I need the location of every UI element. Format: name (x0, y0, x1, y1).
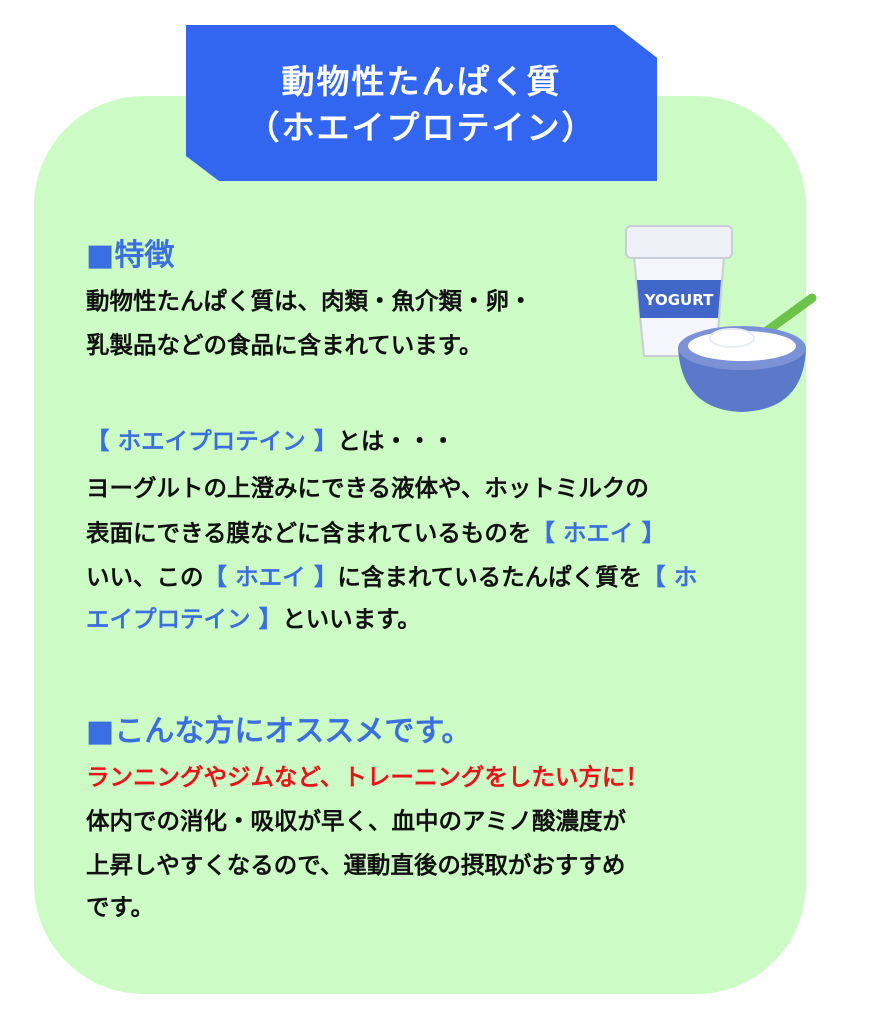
whey-text-line5: エイプロテイン 】といいます。 (86, 598, 421, 640)
recommend-heading: ■こんな方にオススメです。 (86, 714, 472, 749)
whey-line3-text: 表面にできる膜などに含まれているものを (86, 519, 532, 547)
whey-text-line2: ヨーグルトの上澄みにできる液体や、ホットミルクの (86, 474, 649, 502)
features-text-line2: 乳製品などの食品に含まれています。 (86, 331, 483, 359)
yogurt-label-text: YOGURT (644, 291, 714, 309)
yogurt-label-band (637, 280, 721, 318)
whey-protein-term-start: 【 ホ (642, 563, 698, 591)
features-text-line1: 動物性たんぱく質は、肉類・魚介類・卵・ (86, 287, 533, 315)
yogurt-lid-icon (625, 225, 733, 259)
whey-intro-line: 【 ホエイプロテイン 】とは・・・ (86, 420, 455, 462)
whey-line4-prefix: いい、この (86, 563, 204, 591)
recommend-text-line2: 上昇しやすくなるので、運動直後の摂取がおすすめ (86, 851, 626, 879)
features-heading: ■特徴 (86, 238, 175, 273)
whey-text-line3: 表面にできる膜などに含まれているものを【 ホエイ 】 (86, 512, 665, 554)
whey-intro-suffix: とは・・・ (337, 427, 455, 455)
banner-title-line1: 動物性たんぱく質 (281, 62, 562, 101)
whey-line5-suffix: といいます。 (282, 605, 421, 633)
recommend-text-line1: 体内での消化・吸収が早く、血中のアミノ酸濃度が (86, 807, 627, 835)
title-banner: 動物性たんぱく質 （ホエイプロテイン） (186, 25, 657, 181)
whey-term-inline-1: 【 ホエイ 】 (531, 519, 666, 547)
whey-protein-term: 【 ホエイプロテイン 】 (86, 427, 338, 455)
recommend-highlight: ランニングやジムなど、トレーニングをしたい方に！ (86, 763, 649, 791)
banner-title-line2: （ホエイプロテイン） (246, 108, 597, 147)
whey-protein-term-end: エイプロテイン 】 (86, 605, 283, 633)
recommend-text-line3: です。 (86, 893, 155, 921)
whey-line4-mid: に含まれているたんぱく質を (337, 563, 643, 591)
whey-text-line4: いい、この【 ホエイ 】に含まれているたんぱく質を【 ホ (86, 556, 697, 598)
whey-term-inline-2: 【 ホエイ 】 (203, 563, 338, 591)
yogurt-illustration: YOGURT (625, 225, 817, 412)
yogurt-dollop (709, 328, 755, 348)
